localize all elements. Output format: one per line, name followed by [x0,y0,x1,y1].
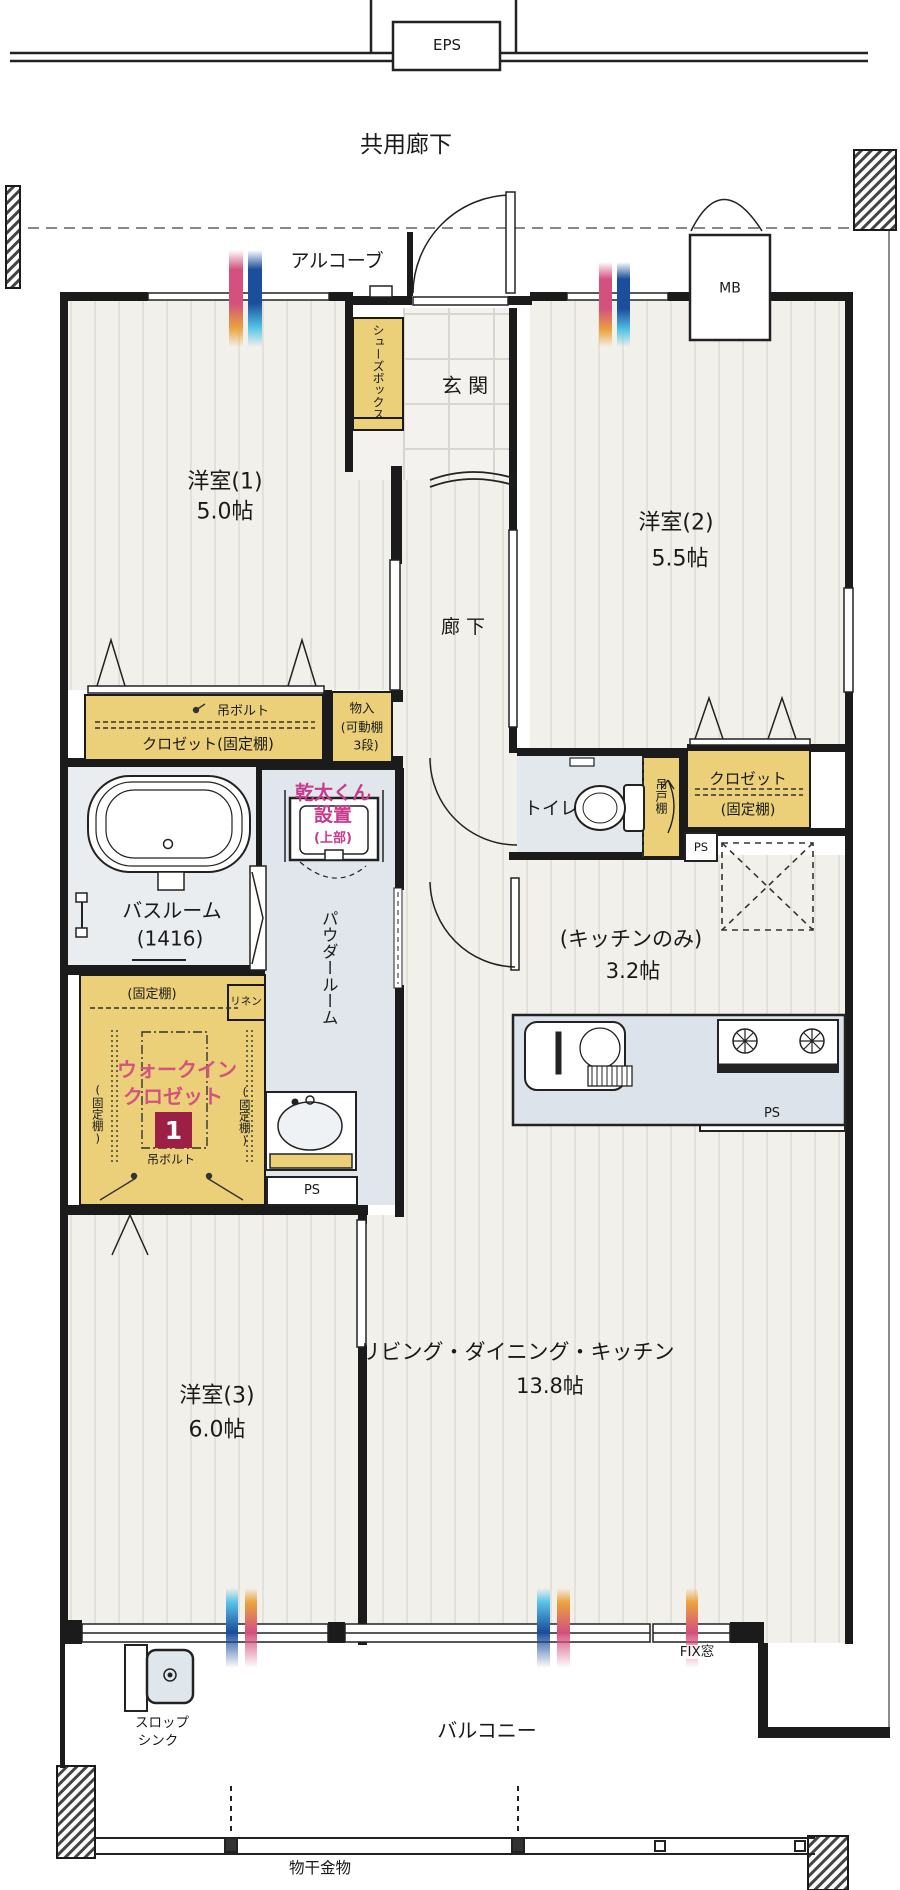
gas-dryer-line1: 乾太くん [294,782,372,805]
shoes-box-label: シューズボックス [371,324,385,420]
wic-shelf-top-label: (固定棚) [127,987,177,1003]
linen-label: リネン [230,995,262,1008]
western3-size: 6.0帖 [188,1417,246,1443]
alcove-label: アルコーブ [290,250,384,273]
wic-shelf-right-label: (固定棚) [237,1085,252,1148]
closet1-hanging-bolt-label: 吊ボルト [216,704,270,720]
wic-line1: ウォークイン [117,1057,237,1082]
balcony-rail [95,1786,815,1855]
closet-doors [87,637,811,1256]
storage-compartment-line1: 物入 [349,700,375,716]
common-corridor-label: 共用廊下 [360,131,452,158]
vanity-sink-icon [265,1091,357,1171]
fix-window-label: FIX窓 [677,1643,717,1660]
balcony-label: バルコニー [437,1718,537,1743]
entrance-step [429,471,514,488]
kitchen-counter [511,1013,847,1127]
storage-compartment-line2: (可動棚 [340,719,384,735]
wic-shelf-left-label: (固定棚) [90,1083,105,1146]
window-direction-stripes [226,250,698,1668]
western2-name: 洋室(2) [638,510,714,536]
bathtub-icon [75,775,251,961]
bathroom-name: バスルーム [122,898,222,923]
entrance-label: 玄 関 [441,373,489,398]
western2-size: 5.5帖 [651,546,709,572]
doors [249,191,763,1348]
storage-boxes [79,317,811,1206]
ldk-name: リビング・ダイニング・キッチン [359,1339,675,1364]
toilet-label: トイレ [524,798,578,820]
slop-sink-icon [124,1644,195,1712]
kitchen-name: (キッチンのみ) [559,926,703,951]
ldk-size: 13.8帖 [516,1373,584,1398]
western1-name: 洋室(1) [187,469,263,495]
eps-box [391,20,502,72]
hallway-label: 廊 下 [440,616,486,639]
western1-size: 5.0帖 [196,499,254,525]
wic-hanger-marks [99,703,253,1201]
gas-dryer-line2: 設置 [313,804,353,827]
gas-dryer-line3: (上部) [314,831,352,847]
meter-box-label: MB [719,280,741,297]
ps-label-3: PS [303,1183,321,1199]
refrigerator-space [721,842,814,931]
eps-label: EPS [432,36,462,55]
room-floors [68,300,845,1643]
stove-icon [717,1019,839,1073]
wic-line2: クロゼット [123,1084,223,1109]
toilet-icon [569,757,645,832]
closet2-line2: (固定棚) [720,802,776,819]
laundry-hardware-label: 物干金物 [288,1858,352,1877]
walls [60,232,890,1768]
meter-box [688,233,772,342]
washer-icon [284,790,384,862]
ps-label-1: PS [693,839,709,854]
ps-label-2: PS [763,1106,781,1122]
closet2-line1: クロゼット [709,769,787,788]
structure-hatch-blocks [5,149,897,1890]
closet1-label: クロゼット(固定棚) [142,735,274,754]
wic-hanging-bolt-label: 吊ボルト [146,1152,196,1167]
hanging-cupboard-label: 吊戸棚 [654,778,668,814]
cupboard-arrow [661,779,675,834]
wic-number-badge: 1 [155,1112,192,1148]
kitchen-size: 3.2帖 [605,958,661,983]
slop-sink-line2: シンク [137,1732,179,1749]
storage-compartment-line3: 3段) [353,737,379,753]
powder-room-label: パウダールーム [319,910,339,1026]
western3-name: 洋室(3) [179,1383,255,1409]
bathroom-size: (1416) [136,926,204,951]
slop-sink-line1: スロップ [135,1714,189,1731]
